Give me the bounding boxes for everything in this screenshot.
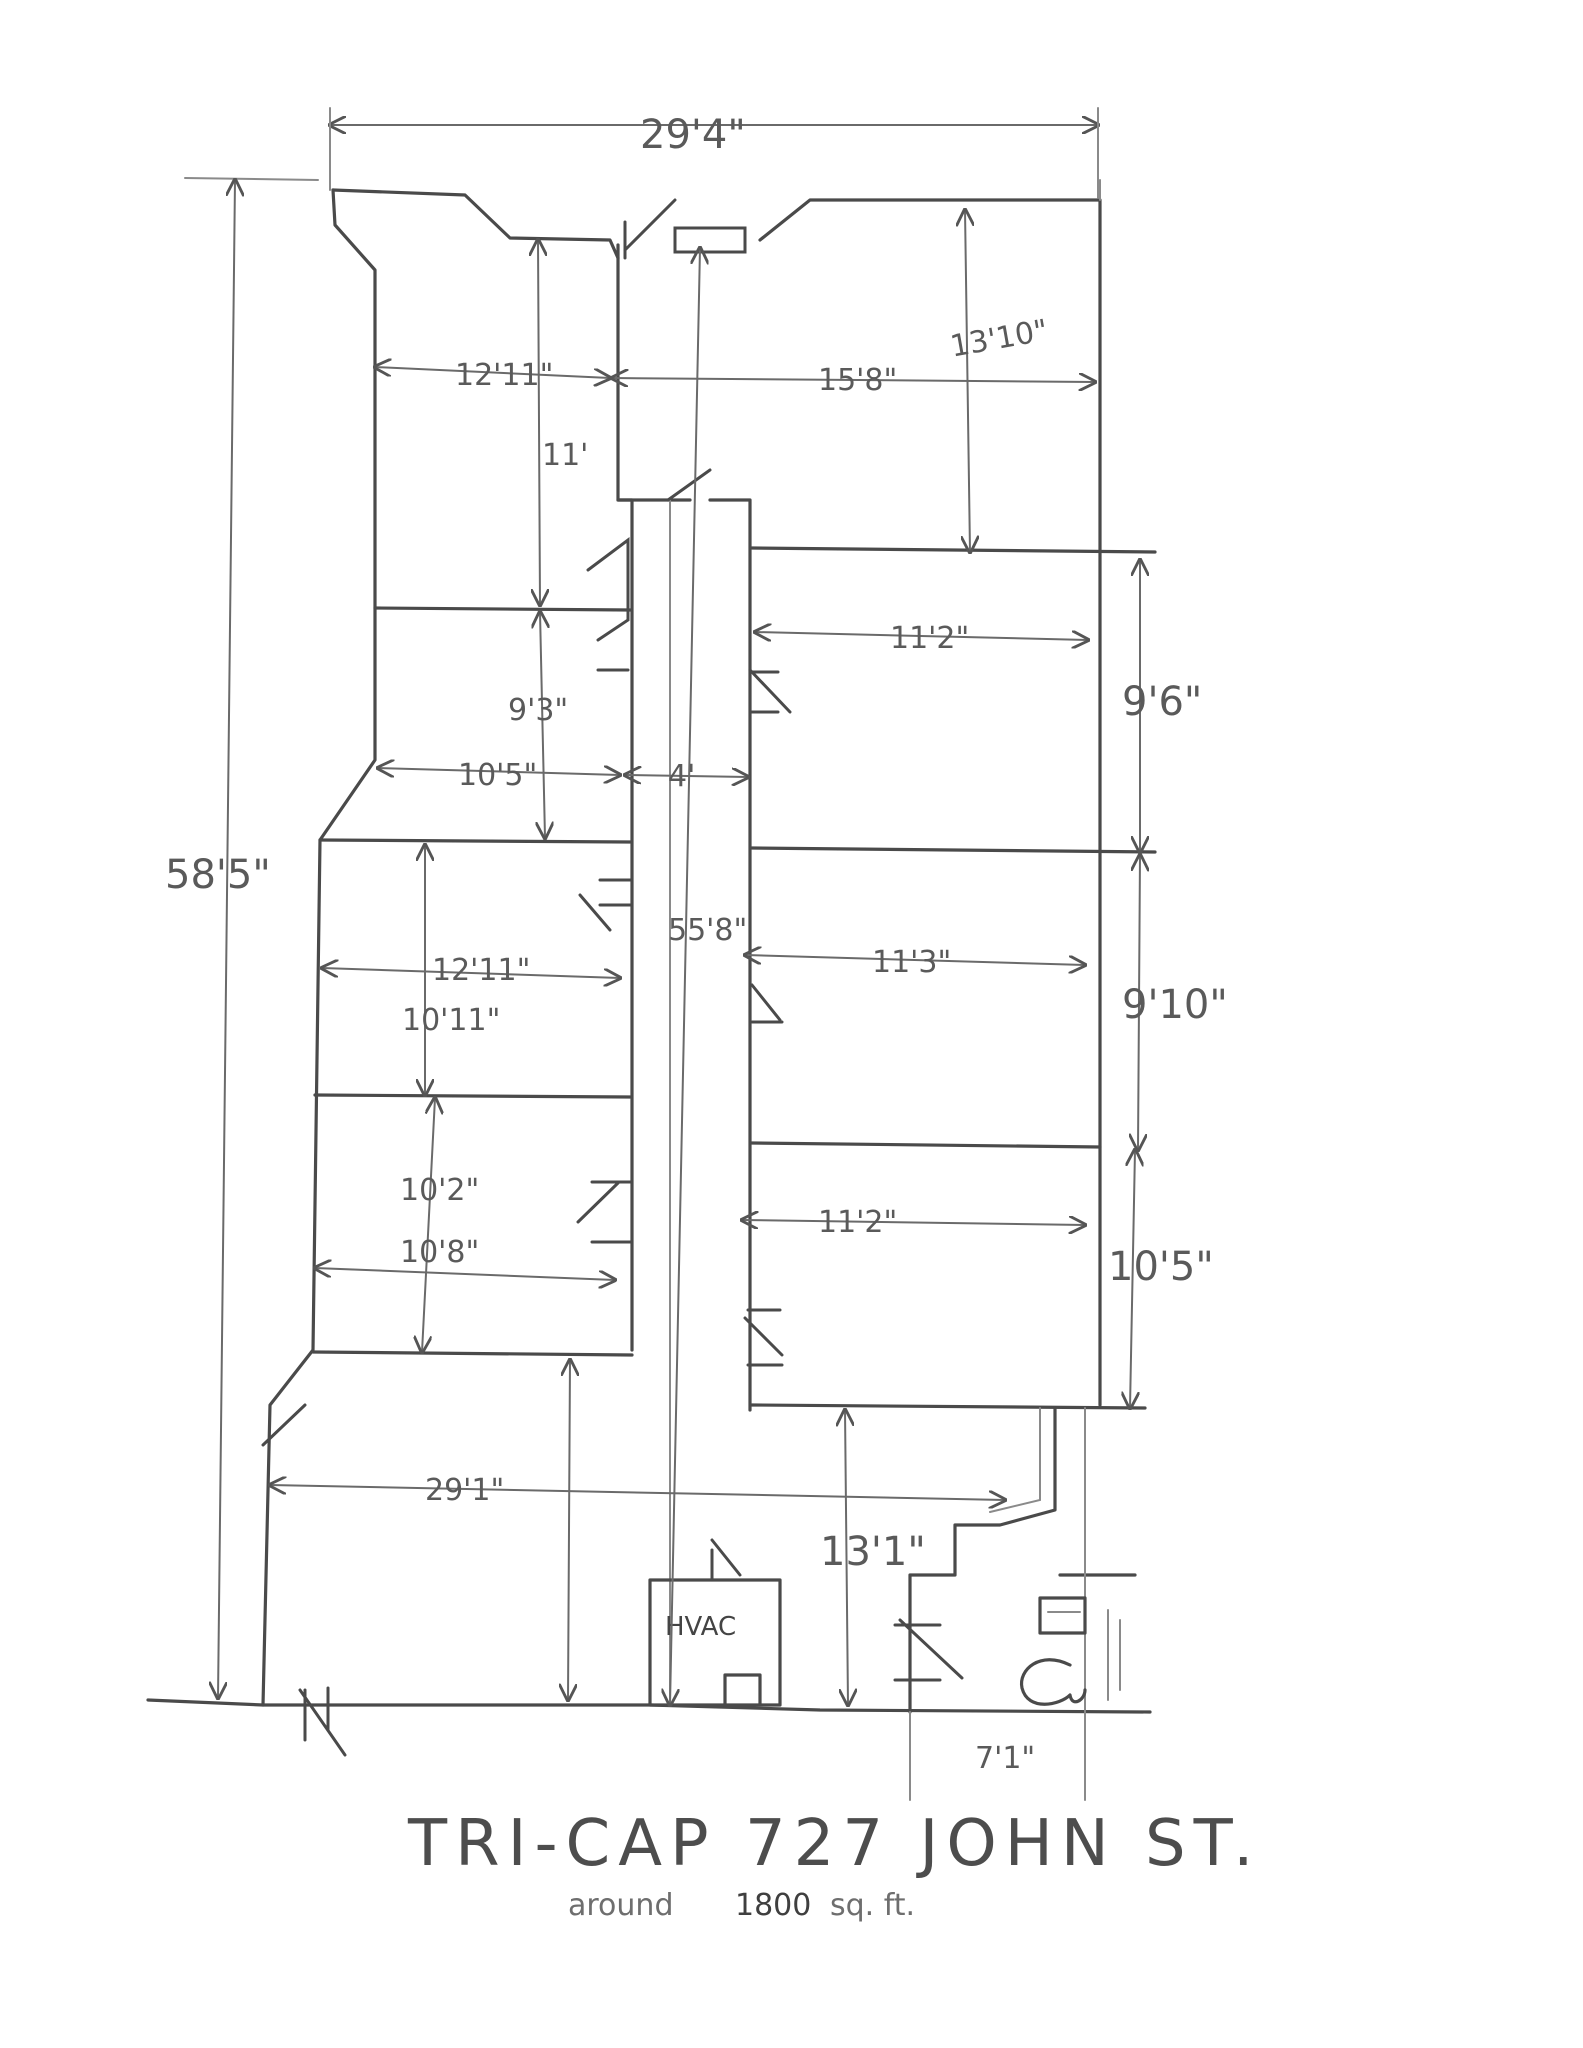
drawing-title: TRI-CAP 727 JOHN ST. xyxy=(407,1807,1262,1881)
door-corridor-top xyxy=(666,468,712,502)
dim-10-8 xyxy=(315,1268,615,1280)
dim-29-1 xyxy=(270,1485,1005,1500)
dim-9-3 xyxy=(540,612,545,838)
label-9-6: 9'6" xyxy=(1122,679,1202,725)
corridor-left-wall xyxy=(616,243,634,1352)
dim-10-5-right xyxy=(1130,1150,1135,1408)
subtitle-unit: sq. ft. xyxy=(830,1888,915,1923)
door-right-1 xyxy=(748,668,792,714)
subtitle-area: 1800 xyxy=(735,1888,811,1923)
entry-step xyxy=(673,226,747,254)
hvac-vent xyxy=(710,1538,742,1577)
dim-11-3 xyxy=(745,955,1085,965)
label-7-1: 7'1" xyxy=(975,1741,1035,1776)
divider-right-3 xyxy=(750,1141,1102,1149)
door-front xyxy=(623,198,677,252)
rear-step-wall-inner xyxy=(989,1407,1041,1513)
dim-11 xyxy=(538,240,540,605)
dim-overall-depth xyxy=(218,180,235,1698)
divider-right-2 xyxy=(750,846,1157,854)
rear-step-wall xyxy=(908,1406,1057,1714)
label-15-8: 15'8" xyxy=(818,363,897,398)
dim-9-10 xyxy=(1138,855,1140,1150)
divider-left-4 xyxy=(311,1350,634,1357)
dim-13-10 xyxy=(965,210,970,552)
hvac-label: HVAC xyxy=(665,1612,736,1642)
walls xyxy=(146,177,1157,1791)
label-overall-width: 29'4" xyxy=(640,112,746,158)
dimension-labels: 29'4" 58'5" 12'11" 15'8" 13'10" 11' 11'2… xyxy=(165,112,1228,1776)
divider-left-3 xyxy=(313,1093,632,1099)
label-10-11: 10'11" xyxy=(402,1003,500,1038)
outer-wall-top-right xyxy=(758,198,1102,1407)
corridor-right-wall xyxy=(708,498,752,1412)
dim-12-11-top xyxy=(375,367,610,378)
dim-lower-left-depth xyxy=(568,1360,570,1700)
label-12-11-mid: 12'11" xyxy=(432,953,530,988)
outer-wall-top-left xyxy=(331,188,620,260)
divider-right-1 xyxy=(750,546,1157,554)
label-overall-depth: 58'5" xyxy=(165,852,271,898)
left-upper-wall xyxy=(261,188,377,1707)
label-9-3: 9'3" xyxy=(508,693,568,728)
door-room-1 xyxy=(586,537,630,642)
label-11-3: 11'3" xyxy=(872,945,951,980)
label-10-5: 10'5" xyxy=(458,758,537,793)
label-9-10: 9'10" xyxy=(1122,982,1228,1028)
door-room-3 xyxy=(576,1181,620,1224)
door-room-2 xyxy=(578,893,612,932)
divider-left-1 xyxy=(373,606,632,612)
title-block: TRI-CAP 727 JOHN ST. around 1800 sq. ft. xyxy=(407,1807,1262,1923)
door-rear-right xyxy=(898,1618,964,1680)
guide-line-top-left xyxy=(184,177,319,181)
door-bottom xyxy=(298,1688,347,1757)
label-12-11-top: 12'11" xyxy=(455,358,553,393)
appliance-box xyxy=(1038,1596,1087,1635)
water-heater xyxy=(1019,1596,1121,1706)
dim-55-8 xyxy=(670,248,700,1705)
divider-left-2 xyxy=(318,838,632,844)
label-13-1: 13'1" xyxy=(820,1529,926,1575)
hvac-box xyxy=(648,1578,782,1707)
hvac-inner xyxy=(723,1673,762,1707)
dim-10-2 xyxy=(422,1098,435,1352)
label-13-10: 13'10" xyxy=(948,313,1051,365)
label-29-1: 29'1" xyxy=(425,1473,504,1508)
door-right-2 xyxy=(750,983,782,1022)
door-lower-left xyxy=(261,1403,307,1447)
dim-11-2-b xyxy=(742,1220,1085,1225)
label-10-8: 10'8" xyxy=(400,1235,479,1270)
label-10-2: 10'2" xyxy=(400,1173,479,1208)
label-11-2-b: 11'2" xyxy=(818,1205,897,1240)
dimension-lines xyxy=(218,107,1140,1801)
label-4: 4' xyxy=(668,759,695,794)
label-11-2-a: 11'2" xyxy=(890,621,969,656)
label-11: 11' xyxy=(542,438,588,473)
door-right-3 xyxy=(743,1316,784,1357)
divider-right-4 xyxy=(750,1403,1147,1410)
dim-11-2-a xyxy=(755,632,1088,640)
label-10-5-right: 10'5" xyxy=(1108,1244,1214,1290)
doors xyxy=(261,198,964,1757)
dim-12-11-mid xyxy=(322,968,620,978)
dim-13-1 xyxy=(845,1410,848,1705)
label-55-8: 55'8" xyxy=(668,913,747,948)
subtitle-prefix: around xyxy=(568,1888,673,1923)
dim-10-5 xyxy=(378,768,620,775)
sink-icon xyxy=(1019,1658,1087,1706)
